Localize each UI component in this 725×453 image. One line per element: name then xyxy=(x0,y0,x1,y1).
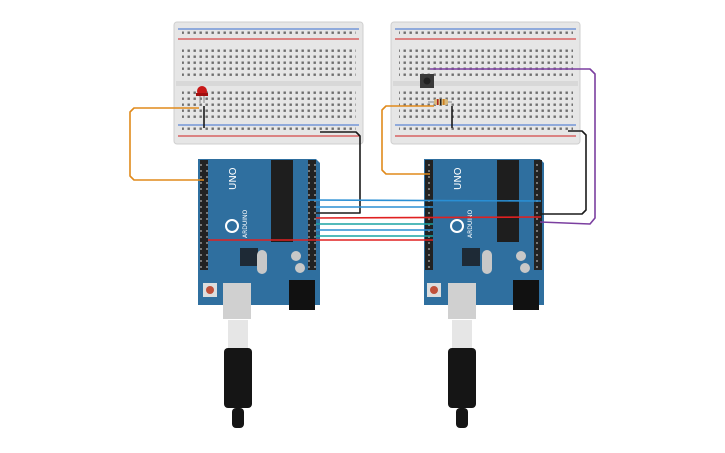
wire-orange-left xyxy=(129,107,204,181)
wire-blue-1 xyxy=(307,199,542,202)
board-brand-label: ARDUINO xyxy=(242,209,249,238)
wire-purple xyxy=(430,68,596,225)
breadboard-right xyxy=(390,21,581,145)
arduino-board-left: UNO ARDUINO xyxy=(198,159,320,310)
wire-black-right xyxy=(451,106,587,215)
wires xyxy=(129,68,596,241)
board-model-label: UNO xyxy=(228,167,239,190)
usb-cable-icon[interactable] xyxy=(223,283,252,428)
usb-cable-icon[interactable] xyxy=(448,283,476,428)
resistor-icon[interactable] xyxy=(428,99,452,105)
pushbutton-icon[interactable] xyxy=(420,74,434,88)
wire-orange-right xyxy=(381,105,434,175)
arduino-board-right: UNO ARDUINO xyxy=(424,159,544,310)
wire-red-1 xyxy=(315,216,542,219)
led-icon[interactable] xyxy=(196,86,208,103)
breadboard-left xyxy=(173,21,364,145)
board-model-label: UNO xyxy=(453,167,464,190)
board-brand-label: ARDUINO xyxy=(467,209,474,238)
wire-black-left xyxy=(203,106,361,214)
